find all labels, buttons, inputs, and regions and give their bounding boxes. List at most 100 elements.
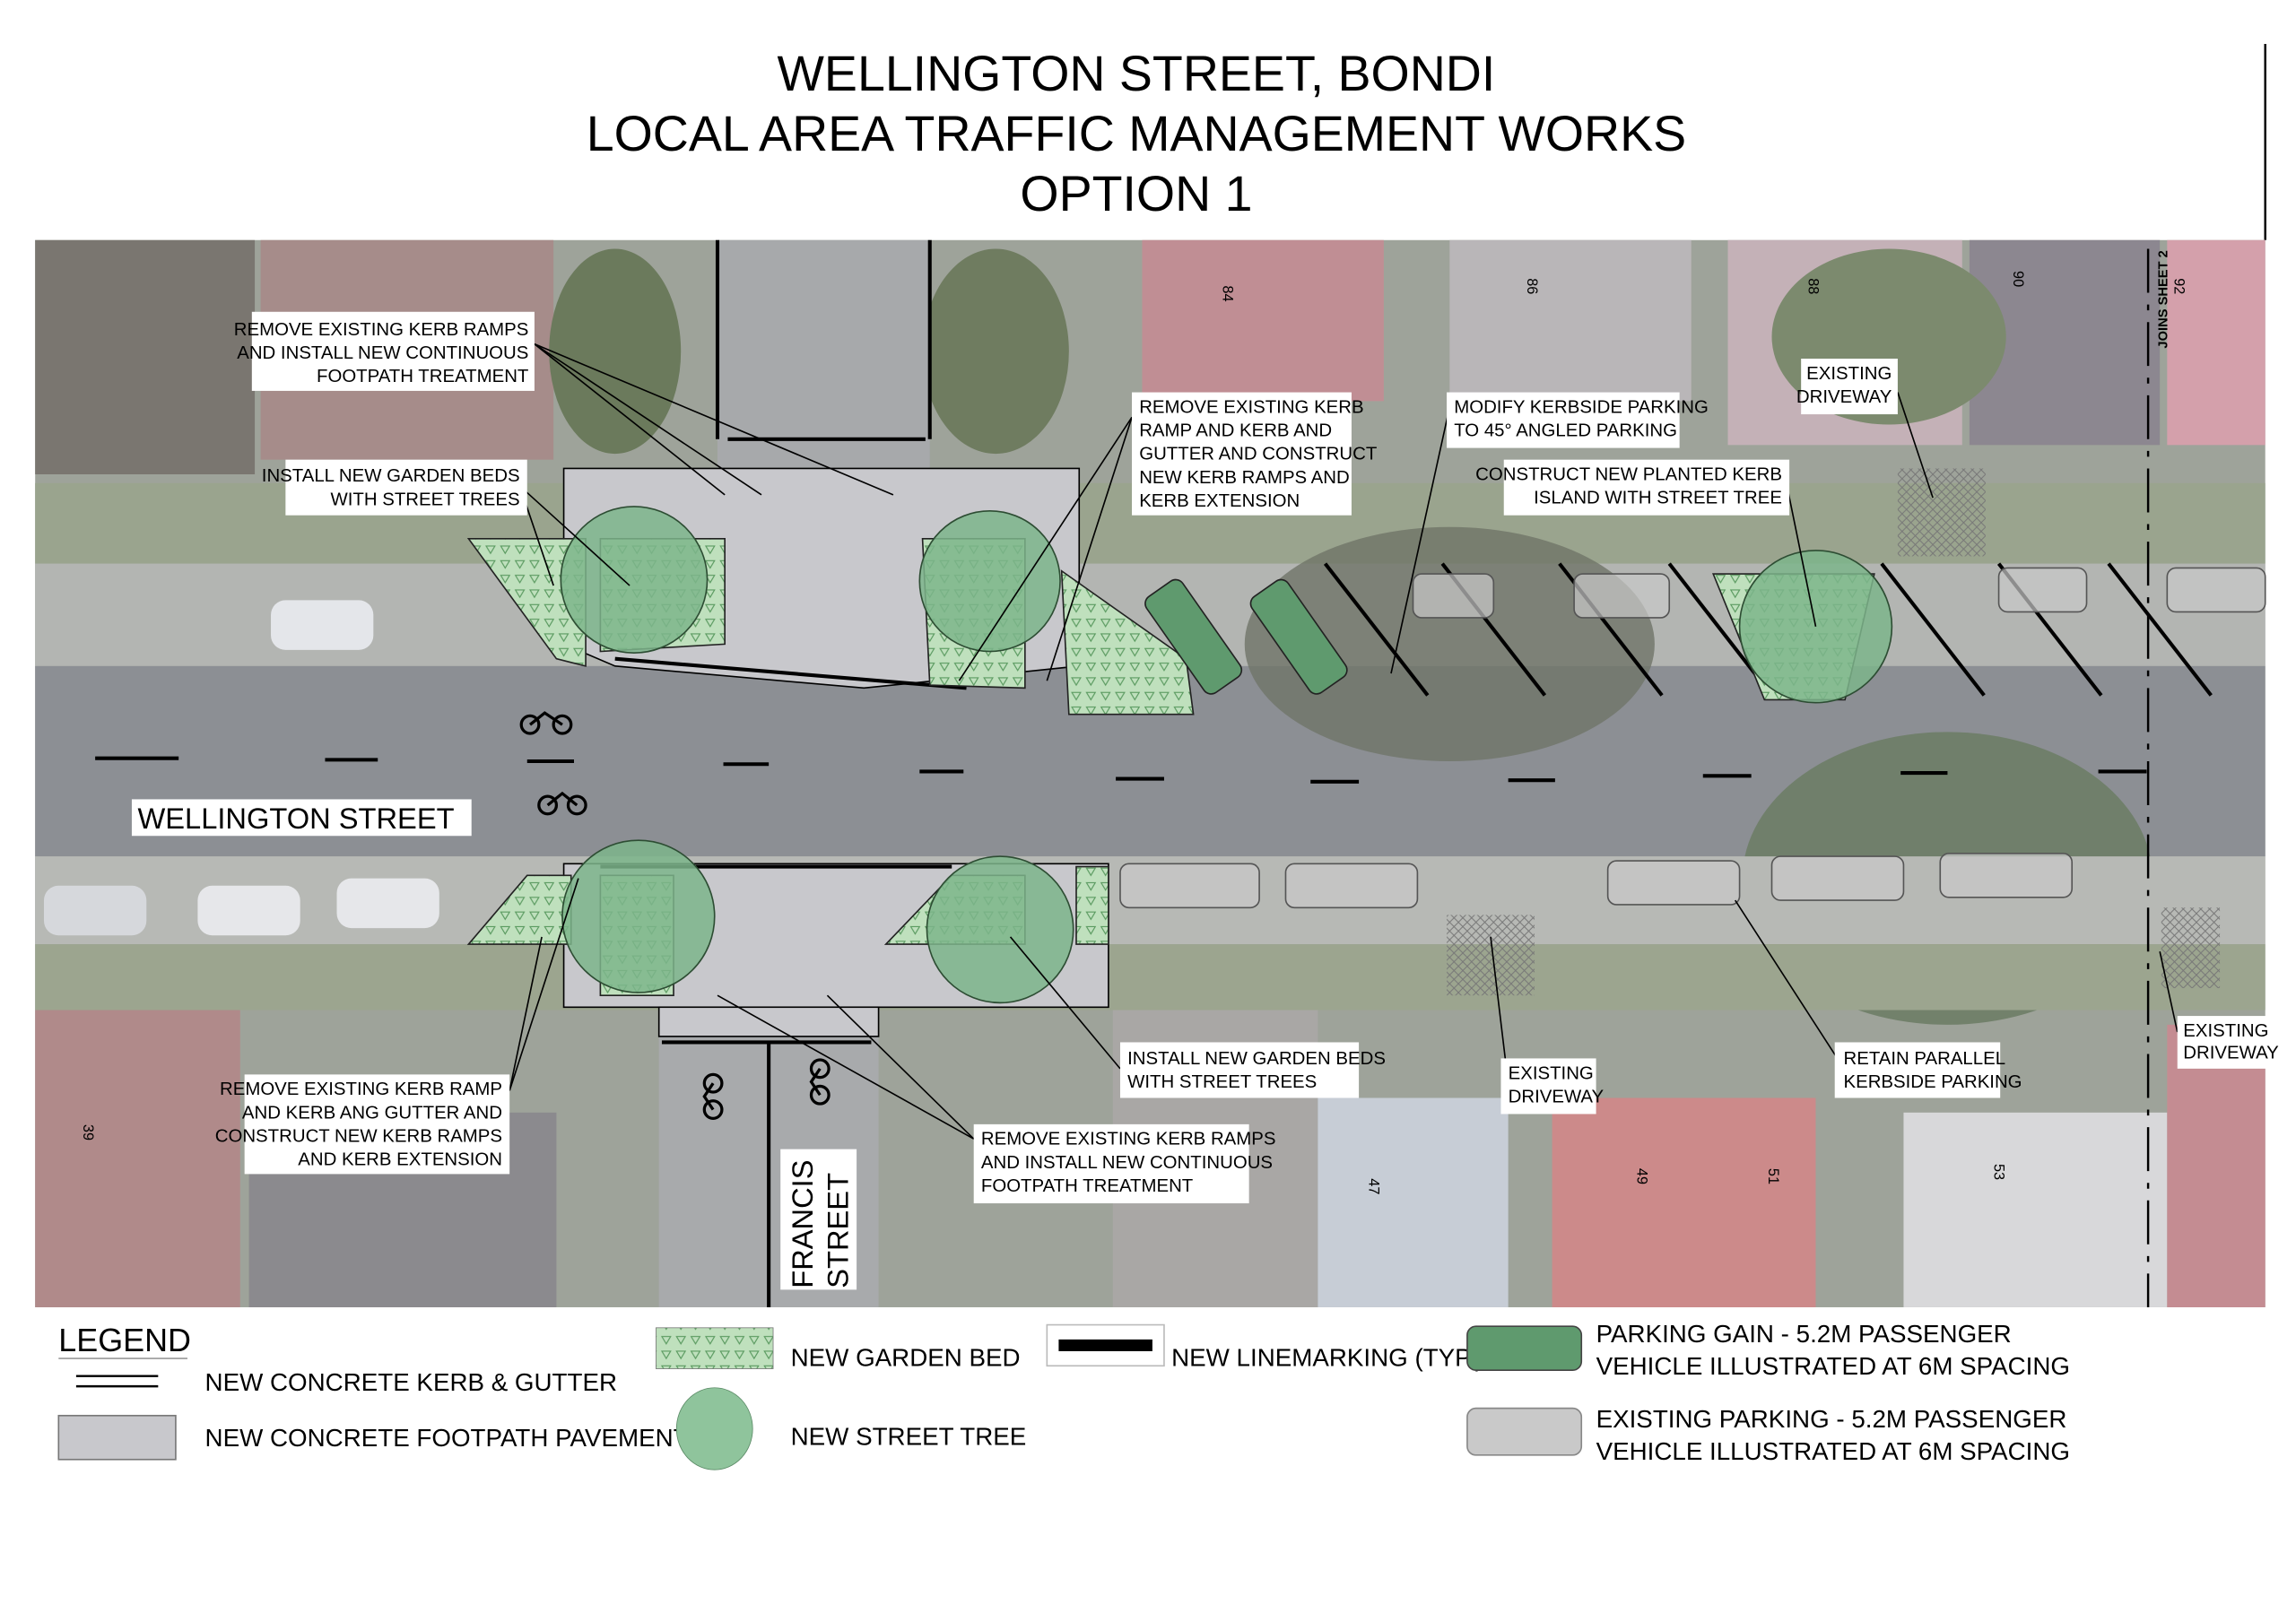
bicycle-icon [537,791,587,816]
callout-text: AND KERB EXTENSION [298,1150,502,1170]
callout-text: INSTALL NEW GARDEN BEDS [1127,1049,1386,1069]
callout-text: EXISTING [1509,1063,1594,1083]
lane-markings [95,756,2147,784]
street-label-francis-1: FRANCIS [786,1159,819,1288]
title-line-1: WELLINGTON STREET, BONDI [778,46,1496,101]
callout-text: KERBSIDE PARKING [1844,1072,2022,1092]
house-numbers: 84 86 88 90 92 39 47 49 51 53 [80,271,2187,1194]
callout-text: NEW KERB RAMPS AND [1139,468,1350,488]
bicycle-icon [809,1058,831,1106]
car-new [1144,578,1243,695]
callout-angled-parking: MODIFY KERBSIDE PARKING TO 45° ANGLED PA… [1447,392,1709,448]
driveway-hatch [1897,468,1986,557]
legend-footpath: NEW CONCRETE FOOTPATH PAVEMENT [57,1414,689,1461]
street-tree [926,855,1074,1004]
legend-street-tree: NEW STREET TREE [675,1387,1027,1470]
callout-text: ISLAND WITH STREET TREE [1534,489,1782,508]
callout-parallel-parking: RETAIN PARALLEL KERBSIDE PARKING [1834,1042,2022,1098]
svg-text:NEW STREET TREE: NEW STREET TREE [791,1422,1027,1450]
street-label-francis-2: STREET [821,1173,854,1288]
callout-driveway-east: EXISTING DRIVEWAY [2177,1016,2279,1069]
callout-text: REMOVE EXISTING KERB [1139,397,1363,417]
existing-parking-cars [1119,567,2266,909]
svg-text:NEW GARDEN BED: NEW GARDEN BED [791,1343,1021,1371]
car-new [1249,578,1348,695]
callout-text: TO 45° ANGLED PARKING [1454,421,1677,441]
legend: LEGEND NEW CONCRETE KERB & GUTTER NEW CO… [57,1320,2070,1470]
callout-text: FOOTPATH TREATMENT [981,1176,1193,1196]
title-line-3: OPTION 1 [1020,166,1252,221]
callout-text: DRIVEWAY [1509,1087,1605,1106]
street-tree [918,509,1061,653]
svg-text:PARKING GAIN - 5.2M PASSENGER: PARKING GAIN - 5.2M PASSENGER [1596,1320,2012,1348]
callout-text: KERB EXTENSION [1139,491,1300,511]
callout-text: GUTTER AND CONSTRUCT [1139,445,1377,464]
joins-sheet-label: JOINS SHEET 2 [2156,250,2170,348]
street-label-bg [780,1149,857,1290]
bicycle-icons [519,711,831,1120]
callout-text: WITH STREET TREES [1127,1072,1317,1092]
callout-garden-beds-north: INSTALL NEW GARDEN BEDS WITH STREET TREE… [262,459,527,516]
house-number: 39 [80,1124,96,1141]
callout-text: FOOTPATH TREATMENT [317,367,528,386]
callout-driveway-north: EXISTING DRIVEWAY [1796,359,1898,415]
callout-garden-beds-south: INSTALL NEW GARDEN BEDS WITH STREET TREE… [1119,1042,1386,1098]
house-number: 88 [1805,278,1821,294]
house-number: 47 [1366,1178,1382,1194]
legend-linemarking: NEW LINEMARKING (TYP.) [1046,1323,1483,1371]
callout-text: REMOVE EXISTING KERB RAMPS [234,320,529,340]
callout-text: DRIVEWAY [1796,387,1892,407]
house-number: 84 [1219,285,1235,301]
house-number: 90 [2010,271,2026,287]
house-number: 49 [1633,1168,1649,1184]
legend-heading: LEGEND [58,1322,191,1358]
callout-text: AND KERB ANG GUTTER AND [242,1103,502,1123]
house-number: 92 [2170,278,2187,294]
callout-text: REMOVE EXISTING KERB RAMP [220,1080,502,1099]
title-line-2: LOCAL AREA TRAFFIC MANAGEMENT WORKS [587,106,1686,161]
legend-parking-gain: PARKING GAIN - 5.2M PASSENGER VEHICLE IL… [1466,1320,2070,1380]
svg-text:NEW CONCRETE KERB & GUTTER: NEW CONCRETE KERB & GUTTER [205,1368,617,1396]
driveway-hatch [1447,915,1535,996]
svg-text:NEW CONCRETE FOOTPATH PAVEMENT: NEW CONCRETE FOOTPATH PAVEMENT [205,1424,689,1452]
kerb-tactile-marks [600,239,967,1307]
callout-kerb-extension-south: REMOVE EXISTING KERB RAMP AND KERB ANG G… [215,1074,510,1175]
svg-text:NEW LINEMARKING (TYP.): NEW LINEMARKING (TYP.) [1171,1343,1483,1371]
callout-text: REMOVE EXISTING KERB RAMPS [981,1130,1276,1149]
legend-garden-bed: NEW GARDEN BED [656,1327,1021,1371]
legend-kerb-gutter: NEW CONCRETE KERB & GUTTER [75,1368,617,1396]
callout-text: RETAIN PARALLEL [1844,1049,2006,1069]
callout-text: EXISTING [1806,364,1892,384]
svg-text:EXISTING PARKING - 5.2M PASSEN: EXISTING PARKING - 5.2M PASSENGER [1596,1405,2067,1433]
street-tree [560,506,709,654]
parking-gain-cars [1144,578,1348,695]
leader-lines [509,343,2179,1140]
bicycle-icon [519,711,573,735]
callout-text: RAMP AND KERB AND [1139,421,1332,441]
callout-text: AND INSTALL NEW CONTINUOUS [981,1153,1273,1173]
callout-kerb-ramps-south: REMOVE EXISTING KERB RAMPS AND INSTALL N… [973,1123,1276,1204]
house-number: 86 [1524,278,1540,294]
street-label-wellington: WELLINGTON STREET [137,802,454,835]
house-number: 53 [1991,1164,2007,1180]
svg-text:VEHICLE ILLUSTRATED AT 6M SPAC: VEHICLE ILLUSTRATED AT 6M SPACING [1596,1437,2070,1465]
legend-existing-parking: EXISTING PARKING - 5.2M PASSENGER VEHICL… [1466,1405,2070,1465]
callout-text: CONSTRUCT NEW PLANTED KERB [1475,465,1782,485]
callout-text: EXISTING [2183,1021,2268,1041]
callout-text: DRIVEWAY [2183,1043,2279,1063]
callout-kerb-extension-north: REMOVE EXISTING KERB RAMP AND KERB AND G… [1132,392,1377,516]
house-number: 51 [1765,1168,1781,1184]
driveway-hatch [2161,907,2221,989]
drawing-title: WELLINGTON STREET, BONDI LOCAL AREA TRAF… [587,46,1686,221]
street-tree [561,839,716,993]
callout-text: CONSTRUCT NEW KERB RAMPS [215,1126,502,1146]
street-label-bg [131,799,472,837]
callout-text: WITH STREET TREES [330,490,519,509]
callout-kerb-island: CONSTRUCT NEW PLANTED KERB ISLAND WITH S… [1475,459,1790,516]
callout-text: MODIFY KERBSIDE PARKING [1454,397,1709,417]
callout-text: AND INSTALL NEW CONTINUOUS [237,343,528,363]
bicycle-icon [702,1072,724,1120]
callout-kerb-ramps-north: REMOVE EXISTING KERB RAMPS AND INSTALL N… [234,311,535,391]
callout-text: INSTALL NEW GARDEN BEDS [262,466,520,486]
